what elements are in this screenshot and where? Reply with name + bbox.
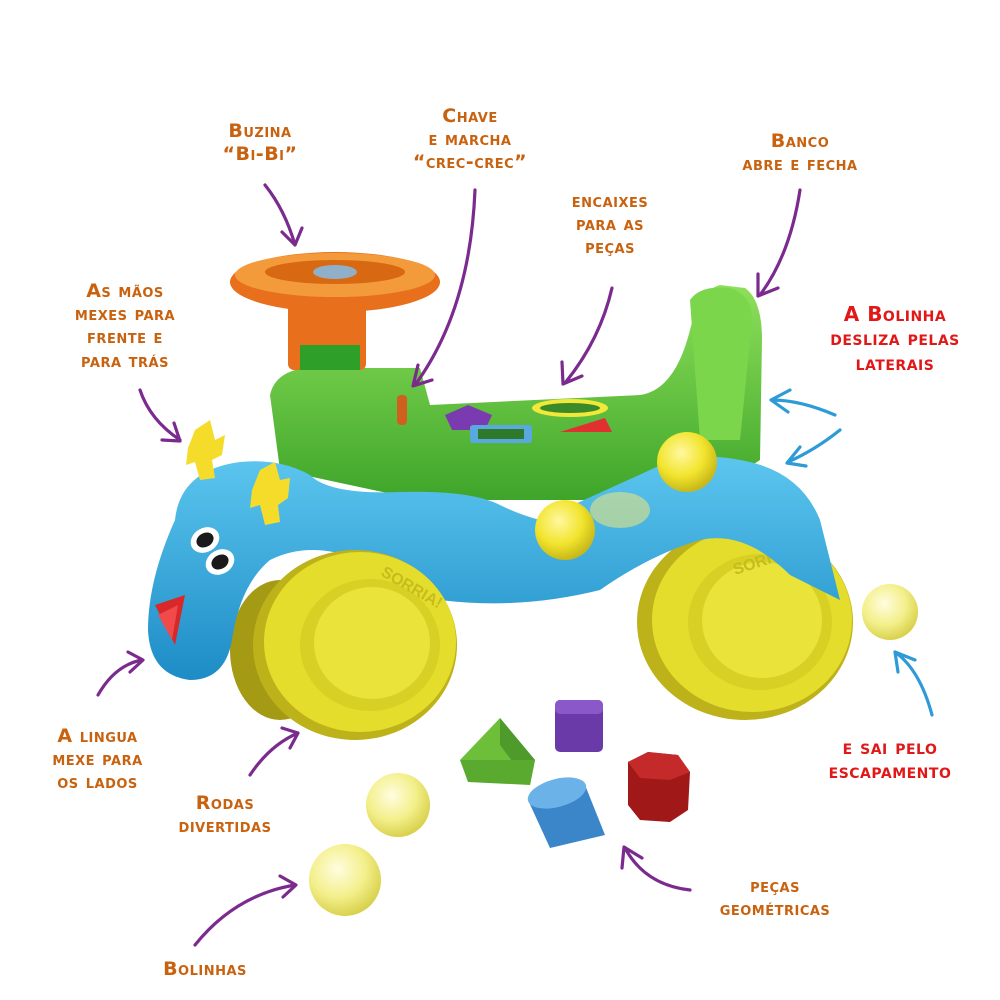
label-banco: Banco abre e fecha xyxy=(742,130,858,176)
blue-cylinder-piece xyxy=(527,777,605,848)
label-rodas: Rodas divertidas xyxy=(178,792,272,838)
arrow-chave xyxy=(411,188,477,388)
label-maos: As mãos mexes para frente e para trás xyxy=(74,280,176,372)
label-bolinhas: Bolinhas xyxy=(163,958,247,980)
ball-exhaust xyxy=(862,584,918,640)
hand-left xyxy=(186,420,225,480)
label-lingua: A lingua mexe para os lados xyxy=(52,725,143,794)
label-sai-pelo: e sai pelo escapamento xyxy=(828,735,952,784)
callout-arrows xyxy=(96,183,934,947)
green-triangle-piece xyxy=(460,718,535,785)
hands xyxy=(186,420,290,525)
label-pecas-geometricas: peças geométricas xyxy=(719,875,831,921)
purple-square-piece xyxy=(555,700,603,752)
front-wheel: SORRIA! xyxy=(253,550,457,740)
arrow-desliza-1 xyxy=(769,388,837,417)
ball-on-seat xyxy=(657,432,717,492)
arrow-rodas xyxy=(248,726,300,777)
label-chave: Chave e marcha “crec-crec” xyxy=(412,105,528,174)
triangle-slot xyxy=(560,418,612,432)
arrow-banco xyxy=(756,188,802,298)
steering xyxy=(230,252,440,370)
blue-body xyxy=(148,456,840,680)
arrow-bolinhas xyxy=(193,874,298,947)
label-bolinha-desliza: A Bolinha desliza pelas laterais xyxy=(830,302,960,375)
arrow-buzina xyxy=(263,183,304,247)
geometric-pieces xyxy=(460,700,690,848)
arrow-escapamento xyxy=(893,650,934,717)
label-buzina: Buzina “Bi-Bi” xyxy=(222,120,298,166)
arrow-pecas xyxy=(620,845,692,892)
ball-sliding xyxy=(535,500,595,560)
red-hexagon-piece xyxy=(628,752,690,822)
label-encaixes: encaixes para as peças xyxy=(571,190,649,259)
arrow-lingua xyxy=(96,650,145,697)
green-seat xyxy=(270,285,762,500)
arrow-desliza-2 xyxy=(785,428,842,468)
arrow-encaixes xyxy=(560,286,614,386)
horn-button xyxy=(313,265,357,279)
hand-right xyxy=(250,462,290,525)
arrow-maos xyxy=(138,388,182,443)
key xyxy=(397,395,407,425)
pentagon-slot xyxy=(445,405,492,430)
ball-loose-2 xyxy=(309,844,381,916)
ball-loose-1 xyxy=(366,773,430,837)
